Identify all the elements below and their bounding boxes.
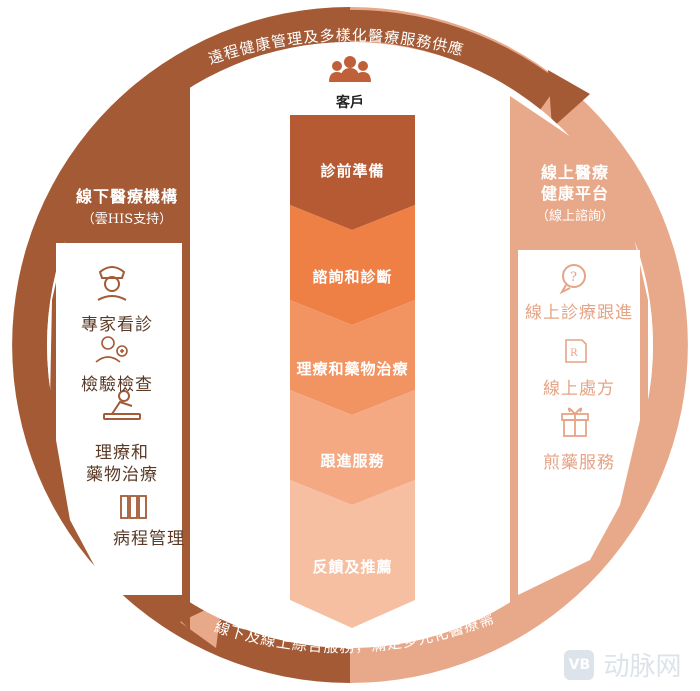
- right-panel-subtitle: （線上諮詢）: [535, 209, 614, 224]
- right-item-online-followup: 線上診療跟進: [525, 303, 633, 323]
- doctor-icon: [97, 266, 127, 301]
- watermark: VB 动脉网: [553, 646, 693, 683]
- step-label-2: 諮詢和診斷: [312, 268, 393, 286]
- right-panel-title-line2: 健康平台: [540, 184, 609, 203]
- step-shape-1: [290, 115, 415, 230]
- prescription-icon: R: [565, 339, 587, 363]
- massage-therapy-icon: [103, 390, 141, 420]
- gift-icon: [561, 407, 589, 437]
- lab-test-icon: [95, 336, 128, 363]
- step-label-4: 跟進服務: [320, 452, 385, 470]
- step-label-3: 理療和藥物治療: [296, 360, 409, 378]
- rx-glyph: R: [570, 348, 578, 359]
- step-label-5: 反饋及推薦: [312, 558, 393, 576]
- question-bubble-icon: ?: [559, 264, 586, 295]
- binders-icon: [120, 495, 147, 519]
- right-item-online-prescription: 線上處方: [543, 379, 615, 399]
- left-item-therapy-line1: 理療和: [95, 443, 149, 463]
- right-panel-title-line1: 線上醫療: [540, 163, 609, 182]
- step-shape-3: [290, 300, 415, 415]
- step-shape-2: [290, 205, 415, 325]
- step-shape-5: [290, 480, 415, 628]
- step-shape-4: [290, 390, 415, 505]
- top-arc-band: [100, 9, 560, 142]
- right-panel-inset: [518, 250, 640, 595]
- question-mark-glyph: ?: [570, 270, 577, 285]
- right-item-decoction-service: 煎藥服務: [543, 453, 615, 473]
- people-group-icon: [329, 56, 371, 82]
- left-item-lab-tests: 檢驗檢查: [81, 375, 153, 395]
- step-label-1: 診前準備: [320, 162, 385, 180]
- watermark-logo: VB: [564, 649, 595, 680]
- top-arc-arrowhead: [548, 70, 590, 128]
- left-panel-title: 線下醫療機構: [75, 187, 178, 206]
- left-item-therapy-line2: 藥物治療: [86, 465, 158, 485]
- left-item-expert-consult: 專家看診: [81, 315, 153, 335]
- watermark-brand: 动脉网: [603, 652, 682, 682]
- left-item-disease-management: 病程管理: [113, 529, 185, 549]
- left-panel-subtitle: （雲HIS支持）: [81, 212, 173, 227]
- client-label: 客戶: [336, 95, 364, 111]
